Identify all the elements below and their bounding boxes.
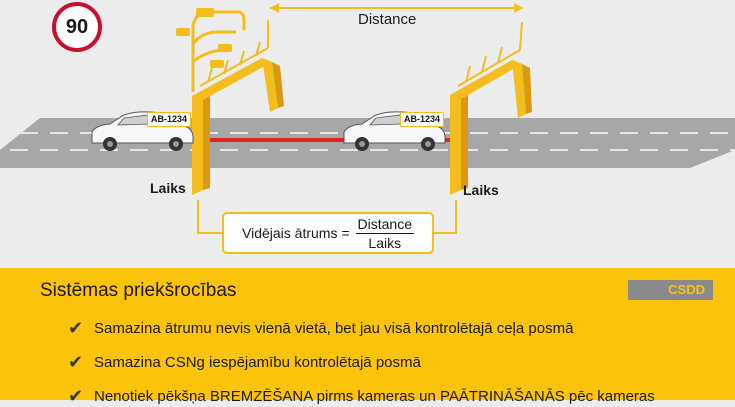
formula-numerator: Distance — [355, 215, 414, 234]
road-illustration — [0, 3, 735, 234]
formula-denominator: Laiks — [368, 234, 402, 251]
formula-fraction: Distance Laiks — [355, 215, 414, 251]
benefit-item: ✔ Nenotiek pēkšņa BREMZĒŠANA pirms kamer… — [68, 386, 655, 407]
license-plate-right: AB-1234 — [400, 112, 445, 127]
check-icon: ✔ — [68, 386, 84, 406]
distance-arrowhead-left — [270, 3, 279, 13]
benefits-panel: Sistēmas priekšrocības CSDD ✔ Samazina ā… — [0, 268, 735, 406]
time-label-right: Laiks — [463, 182, 499, 198]
benefit-text: Samazina ātrumu nevis vienā vietā, bet j… — [94, 320, 574, 337]
benefits-title: Sistēmas priekšrocības — [40, 280, 237, 301]
license-plate-left: AB-1234 — [147, 112, 192, 127]
formula-connector — [434, 200, 457, 234]
formula-lhs: Vidējais ātrums = — [242, 225, 350, 241]
speed-limit-value: 90 — [65, 15, 89, 38]
lamp-post — [176, 8, 246, 92]
check-icon: ✔ — [68, 318, 84, 338]
camera-gantry-right — [450, 21, 532, 195]
benefit-text: Samazina CSNg iespējamību kontrolētajā p… — [94, 354, 421, 371]
distance-label: Distance — [358, 11, 417, 28]
formula-connector — [197, 200, 222, 234]
average-speed-formula: Vidējais ātrums = Distance Laiks — [222, 212, 434, 254]
camera-gantry-left — [192, 20, 284, 195]
benefit-item: ✔ Samazina ātrumu nevis vienā vietā, bet… — [68, 318, 573, 339]
csdd-logo: CSDD — [628, 280, 713, 300]
benefit-text: Nenotiek pēkšņa BREMZĒŠANA pirms kameras… — [94, 388, 655, 405]
distance-arrowhead-right — [514, 3, 523, 13]
speed-limit-sign: 90 — [52, 2, 102, 52]
check-icon: ✔ — [68, 352, 84, 372]
diagram-scene: 90 Distance Laiks Laiks AB-1234 AB-1234 … — [0, 2, 735, 254]
time-label-left: Laiks — [150, 180, 186, 196]
benefit-item: ✔ Samazina CSNg iespējamību kontrolētajā… — [68, 352, 421, 373]
